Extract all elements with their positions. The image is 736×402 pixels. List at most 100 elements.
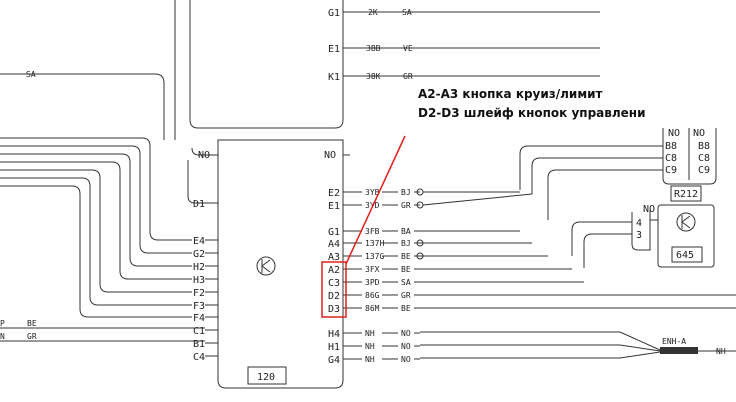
ecu-right-pin-g1-2: G1 <box>328 227 340 238</box>
ecu-right-pin-e2-0: E2 <box>328 188 340 199</box>
ecu-right-wire-g4-11: NH <box>365 355 375 364</box>
ecu-right-color-g1-2: BA <box>401 227 411 236</box>
r212-left-pin-2: C8 <box>665 153 677 164</box>
ecu-no-right: NO <box>324 150 336 161</box>
enh-splice <box>660 347 698 354</box>
left-wire <box>0 177 192 306</box>
r212-no-right: NO <box>693 128 705 139</box>
left-top-wire: SA <box>0 70 165 140</box>
top-pin-k1: K1 <box>328 72 340 83</box>
ecu-no-labels: NO NO <box>191 147 350 161</box>
module-645-no: NO <box>643 204 655 215</box>
ecu-left-pin-c4: C4 <box>193 352 205 363</box>
ecu-right-wire-a3-4: 137G <box>365 252 384 261</box>
enh-out-color: NH <box>716 347 726 356</box>
top-wire-38k: 38K <box>366 72 381 81</box>
r212-connector: NO NO B8 C8 C9 B8 C8 C9 R212 <box>662 128 717 202</box>
ecu-right-pin-a2-5: A2 <box>328 265 340 276</box>
left-wire <box>0 185 192 318</box>
ecu-left-pin-g2: G2 <box>193 249 205 260</box>
left-wire <box>0 145 192 254</box>
enh-bundle: ENH-A NH <box>420 331 736 359</box>
top-wire-2k: 2K <box>368 8 378 17</box>
ecu-label: 120 <box>257 372 275 383</box>
ecu-right-wire-h1-10: NH <box>365 342 375 351</box>
ecu-right-wire-d3-8: 86M <box>365 304 380 313</box>
ecu-right-wire-e2-0: 3YB <box>365 188 380 197</box>
ecu-left-pin-f2: F2 <box>193 288 205 299</box>
highlight-pointer <box>345 135 406 265</box>
left-wire-n: N <box>0 332 5 341</box>
ecu-right-color-d3-8: BE <box>401 304 411 313</box>
left-wire <box>187 160 205 204</box>
annotation-line-2: D2-D3 шлейф кнопок управлени <box>418 106 646 120</box>
r212-left-pin-3: C9 <box>665 165 677 176</box>
ecu-right-color-e2-0: BJ <box>401 188 411 197</box>
r212-wires <box>519 145 663 220</box>
ecu-right-pin-d3-8: D3 <box>328 304 340 315</box>
connector-ring-icon <box>416 252 424 260</box>
left-wire <box>0 137 192 241</box>
ecu-right-color-a3-4: BE <box>401 252 411 261</box>
ecu-left-pin-d1: D1 <box>193 199 205 210</box>
ecu-right-wire-d2-7: 86G <box>365 291 380 300</box>
ecu-right-pin-d2-7: D2 <box>328 291 340 302</box>
left-wire-bundle <box>0 137 218 357</box>
ecu-right-wire-a2-5: 3FX <box>365 265 380 274</box>
left-wire-p: P <box>0 319 5 328</box>
module-645-pin-3: 3 <box>636 230 642 241</box>
upper-connector <box>174 0 344 140</box>
ecu-right-color-h4-9: NO <box>401 329 411 338</box>
top-pin-g1: G1 <box>328 8 340 19</box>
ecu-right-pin-a4-3: A4 <box>328 239 340 250</box>
left-top-color-sa: SA <box>26 70 36 79</box>
enh-label: ENH-A <box>662 337 686 346</box>
module-645: 645 NO 4 3 <box>571 204 715 268</box>
left-wire <box>0 169 192 293</box>
module-645-label: 645 <box>676 250 694 261</box>
highlight-box <box>321 261 347 318</box>
left-wire <box>0 161 192 280</box>
ecu-right-pin-h1-10: H1 <box>328 342 340 353</box>
ecu-left-pin-f4: F4 <box>193 313 205 324</box>
ecu-right-color-c3-6: SA <box>401 278 411 287</box>
annotation-line-1: A2-A3 кнопка круиз/лимит <box>418 87 603 101</box>
ecu-right-color-d2-7: GR <box>401 291 411 300</box>
ecu-left-pin-e4: E4 <box>193 236 205 247</box>
r212-label: R212 <box>674 189 698 200</box>
right-pin-rows: E23YBBJE13YDGRG13FBBAA4137HBJA3137GBEA23… <box>328 188 736 366</box>
ecu-right-wire-h4-9: NH <box>365 329 375 338</box>
r212-left-pin-1: B8 <box>665 141 677 152</box>
ecu-right-color-a2-5: BE <box>401 265 411 274</box>
r212-label-box <box>670 185 702 202</box>
ecu-right-color-e1-1: GR <box>401 201 411 210</box>
ecu-right-pin-a3-4: A3 <box>328 252 340 263</box>
left-bottom-wires: P BE N GR <box>0 319 205 342</box>
ecu-left-pin-h2: H2 <box>193 262 205 273</box>
top-wire-3bb: 3BB <box>366 44 381 53</box>
ecu-right-pin-g4-11: G4 <box>328 355 340 366</box>
ecu-right-color-g4-11: NO <box>401 355 411 364</box>
ecu-right-wire-c3-6: 3PD <box>365 278 380 287</box>
ecu-right-wire-a4-3: 137H <box>365 239 384 248</box>
ecu-right-color-a4-3: BJ <box>401 239 411 248</box>
r212-no-left: NO <box>668 128 680 139</box>
ecu-left-pin-c1: C1 <box>193 326 205 337</box>
ecu-left-pin-h3: H3 <box>193 275 205 286</box>
ecu-right-pin-c3-6: C3 <box>328 278 340 289</box>
ecu-right-color-h1-10: NO <box>401 342 411 351</box>
ecu-right-pin-h4-9: H4 <box>328 329 340 340</box>
ecu-connector: 120 <box>217 139 344 389</box>
module-645-label-box <box>671 246 703 263</box>
ecu-ground-icon <box>256 256 276 276</box>
ecu-right-wire-g1-2: 3FB <box>365 227 380 236</box>
top-pin-rows: G1 2K SA E1 3BB VE K1 38K GR <box>328 8 600 83</box>
module-645-pin-4: 4 <box>636 218 642 229</box>
connector-ring-icon <box>416 239 424 247</box>
r212-link <box>422 193 533 206</box>
module-645-icon <box>676 212 696 232</box>
ecu-label-box <box>247 366 287 385</box>
top-pin-e1: E1 <box>328 44 340 55</box>
